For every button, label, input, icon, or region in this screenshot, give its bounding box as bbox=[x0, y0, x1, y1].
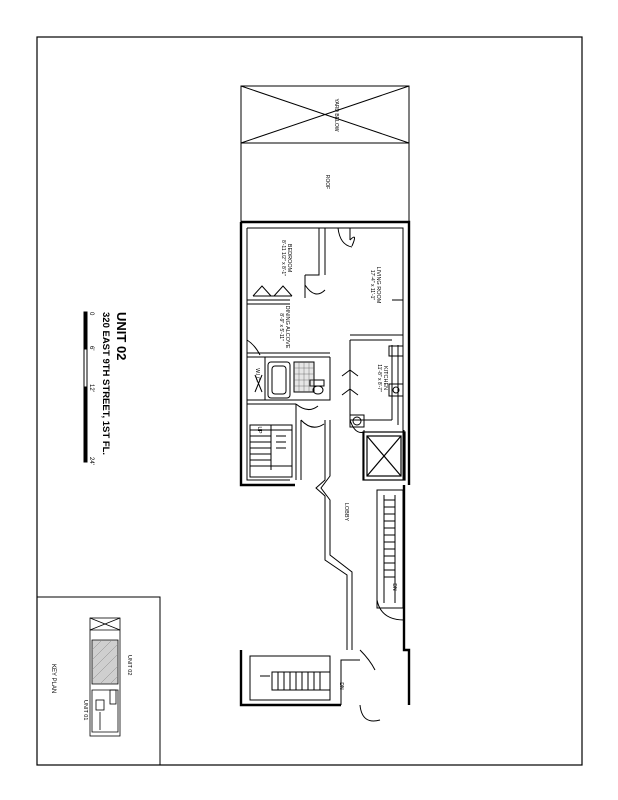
key-plan-unit01: UNIT 01 bbox=[82, 700, 88, 720]
kitchen-name: KITCHEN bbox=[382, 366, 388, 390]
stair-down-lobby bbox=[376, 489, 405, 621]
roof-area bbox=[240, 143, 410, 222]
dining-name: DINING ALCOVE bbox=[284, 306, 290, 349]
dining-dims: 8'-9" x 5'-11" bbox=[278, 313, 284, 341]
sheet-border bbox=[36, 36, 583, 766]
kitchen-fixtures bbox=[341, 345, 404, 428]
wic-label: W.I.C. bbox=[254, 368, 260, 382]
bedroom-dims: 8'-11 1/2" x 8'-1" bbox=[280, 240, 286, 276]
bath-tile-grid bbox=[294, 362, 314, 392]
yard-area bbox=[240, 85, 410, 144]
key-plan-title: KEY PLAN bbox=[50, 664, 56, 693]
door-swings bbox=[246, 227, 365, 433]
address-title: 320 EAST 9TH STREET, 1ST FL. bbox=[100, 312, 111, 455]
key-plan: UNIT 02 UNIT 01 KEY PLAN bbox=[50, 617, 132, 737]
scale-tick-0: 0 bbox=[88, 312, 94, 316]
room-labels: YARD BELOW ROOF BEDROOM 8'-11 1/2" x 8'-… bbox=[254, 99, 397, 690]
kitchen-dims: 11'-8" x 8'-7" bbox=[376, 364, 382, 392]
scale-tick-24: 24' bbox=[88, 457, 94, 465]
elevator-shaft bbox=[362, 431, 406, 481]
key-plan-unit02: UNIT 02 bbox=[126, 655, 132, 675]
bedroom-name: BEDROOM bbox=[286, 244, 292, 273]
closet-hangers bbox=[252, 285, 293, 297]
unit-title: UNIT 02 bbox=[114, 312, 129, 360]
roof-label: ROOF bbox=[324, 175, 330, 189]
scale-tick-6: 6' bbox=[88, 346, 94, 350]
scale-bar bbox=[83, 311, 88, 463]
dn-label-lobby: DN bbox=[391, 583, 397, 591]
stair-up bbox=[249, 424, 293, 478]
title-block: UNIT 02 320 EAST 9TH STREET, 1ST FL. 0 6… bbox=[83, 311, 129, 465]
lobby-label: LOBBY bbox=[343, 503, 349, 522]
stair-down-entry bbox=[249, 649, 381, 722]
up-label: UP bbox=[256, 427, 262, 435]
dn-label-entry: DN bbox=[338, 682, 344, 690]
exterior-walls bbox=[239, 220, 411, 707]
key-plan-box bbox=[36, 596, 161, 766]
living-dims: 17'-4" x 11'-1" bbox=[369, 270, 375, 301]
living-name: LIVING ROOM bbox=[375, 267, 381, 304]
scale-tick-12: 12' bbox=[88, 384, 94, 392]
yard-label: YARD BELOW bbox=[333, 99, 339, 132]
